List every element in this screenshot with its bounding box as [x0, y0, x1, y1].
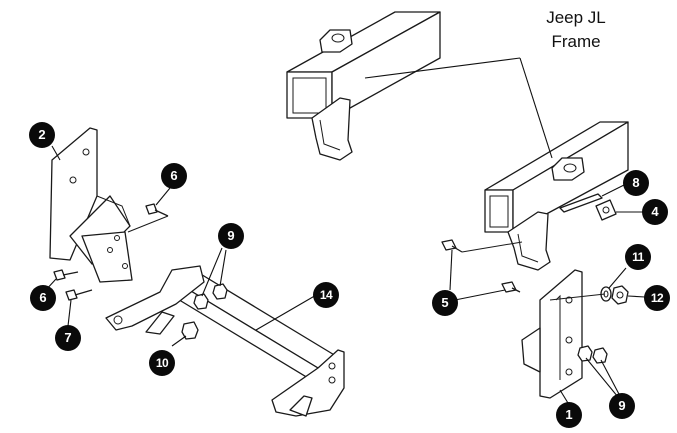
- callout-9-right: 9: [609, 393, 635, 419]
- part-7-bolt: [65, 289, 93, 327]
- frame-rail-upper: [286, 11, 441, 161]
- frame-rail-lower: [484, 121, 629, 271]
- callout-7: 7: [55, 325, 81, 351]
- part-4-square-nut: [595, 199, 643, 221]
- callout-1: 1: [556, 402, 582, 428]
- callout-6-upper: 6: [161, 163, 187, 189]
- part-9-nuts-left: [193, 247, 228, 310]
- part-1-right-bracket: [521, 269, 583, 404]
- frame-title-line1: Jeep JL: [546, 8, 606, 27]
- callout-6-lower: 6: [30, 285, 56, 311]
- callout-2: 2: [29, 122, 55, 148]
- left-mount-plate: [81, 231, 133, 283]
- callout-11: 11: [625, 244, 651, 270]
- part-5-bolts: [441, 239, 523, 301]
- callout-9-left: 9: [218, 223, 244, 249]
- callout-12: 12: [644, 285, 670, 311]
- part-10-nut: [171, 321, 199, 347]
- part-2-left-bracket: [49, 127, 131, 265]
- frame-leader-lower: [519, 57, 553, 159]
- frame-title-line2: Frame: [551, 32, 601, 51]
- callout-4: 4: [642, 199, 668, 225]
- part-6-bolt-upper: [127, 187, 171, 233]
- callout-5: 5: [432, 290, 458, 316]
- callout-14: 14: [313, 282, 339, 308]
- callout-8: 8: [623, 170, 649, 196]
- frame-leader-upper: [364, 57, 521, 79]
- part-12-nut: [611, 285, 646, 305]
- axis-line-right: [549, 293, 606, 301]
- callout-10: 10: [149, 350, 175, 376]
- part-9-nuts-right: [577, 345, 621, 398]
